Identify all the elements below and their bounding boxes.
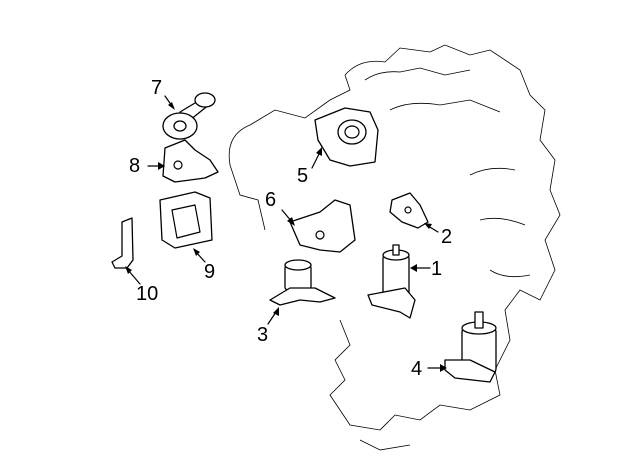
callout-3[interactable]: 3 (257, 324, 269, 346)
callout-5[interactable]: 5 (297, 165, 309, 187)
part-2-bracket (389, 192, 429, 229)
callout-1[interactable]: 1 (431, 258, 443, 280)
part-1-mount (367, 244, 416, 319)
part-10-bracket (111, 217, 134, 269)
part-7-torque-rod (162, 92, 216, 140)
part-5-mount (314, 107, 379, 167)
callout-4[interactable]: 4 (411, 358, 423, 380)
callout-8[interactable]: 8 (129, 155, 141, 177)
callout-6[interactable]: 6 (265, 189, 277, 211)
leader-arrows (125, 95, 447, 372)
callout-2[interactable]: 2 (441, 226, 453, 248)
part-4-mount (444, 311, 497, 383)
part-8-bracket (162, 139, 219, 183)
part-9-plate (159, 191, 213, 249)
callout-7[interactable]: 7 (151, 77, 163, 99)
part-3-mount (269, 259, 336, 306)
callout-10[interactable]: 10 (136, 283, 159, 305)
callout-9[interactable]: 9 (204, 261, 216, 283)
engine-outline (228, 44, 561, 451)
part-6-bracket (289, 199, 356, 253)
